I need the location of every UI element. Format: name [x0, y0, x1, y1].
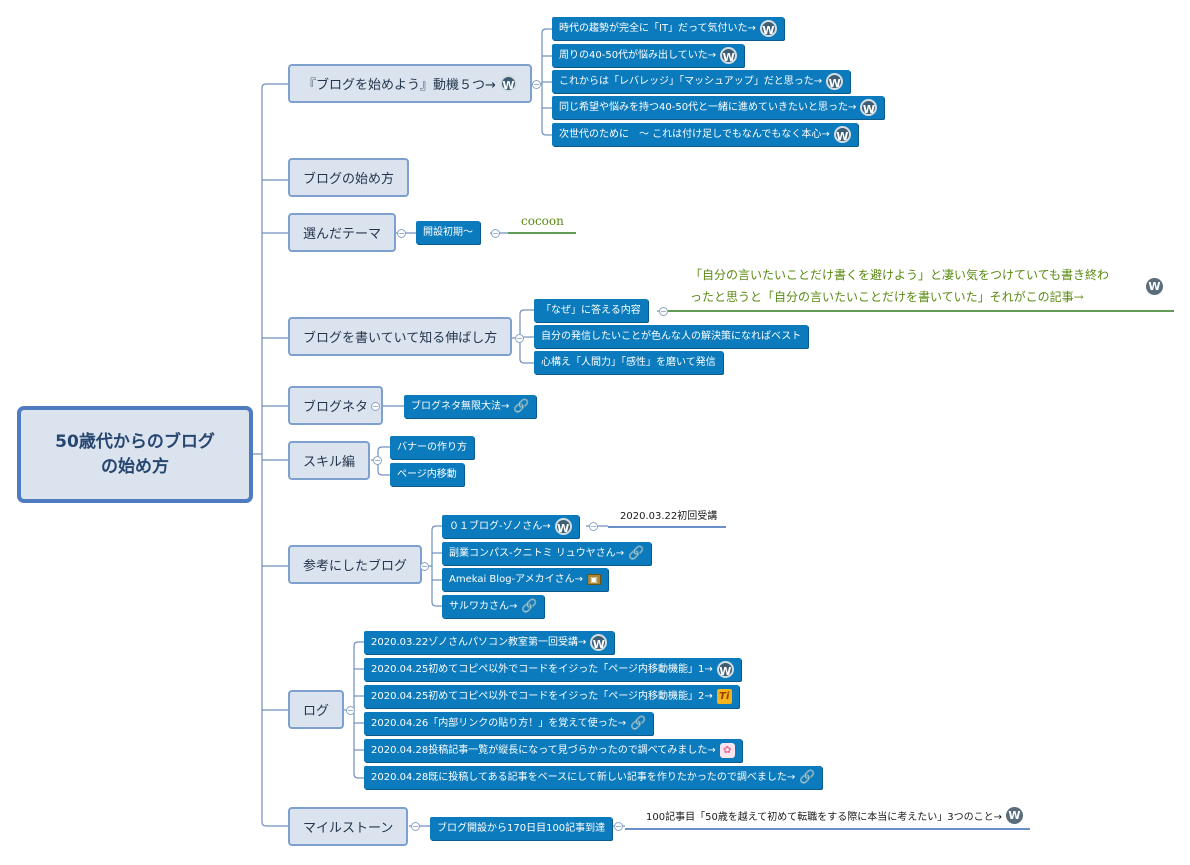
collapse-toggle[interactable]: − [397, 229, 406, 238]
subtopic-ref-1[interactable]: ０１ブログ-ゾノさん→ W [442, 515, 579, 538]
wordpress-icon[interactable]: W [499, 75, 517, 92]
collapse-toggle[interactable]: − [659, 307, 668, 316]
topic-label: マイルストーン [303, 821, 394, 836]
topic-blog-ideas[interactable]: ブログネタ [288, 386, 384, 425]
subtopic-ref-4[interactable]: サルワカさん→ 🔗 [442, 595, 545, 618]
topic-log[interactable]: ログ [288, 690, 345, 729]
topic-label: ブログの始め方 [303, 172, 395, 187]
topic-growth-tips[interactable]: ブログを書いていて知る伸ばし方 [288, 317, 513, 356]
image-icon[interactable]: ▣ [587, 574, 602, 585]
collapse-toggle[interactable]: − [373, 456, 382, 465]
wordpress-icon[interactable]: W [720, 47, 738, 64]
wordpress-icon[interactable]: W [1146, 278, 1163, 295]
topic-label: ブログを書いていて知る伸ばし方 [303, 331, 498, 346]
wordpress-icon[interactable]: W [833, 126, 851, 143]
collapse-toggle[interactable]: − [532, 80, 541, 89]
collapse-toggle[interactable]: − [515, 334, 524, 343]
link-icon[interactable]: 🔗 [799, 769, 816, 785]
subtopic-motive-5[interactable]: 次世代のために 〜 これは付け足しでもなんでもなく本心→ W [552, 123, 858, 146]
growth-note: 「自分の言いたいことだけ書くを避けよう」と凄い気をつけていても書き終わ ったと思… [690, 268, 1110, 304]
topic-label: スキル編 [303, 455, 356, 470]
topic-reference-blogs[interactable]: 参考にしたブログ [288, 545, 423, 584]
wordpress-icon[interactable]: W [590, 634, 608, 651]
wordpress-icon[interactable]: W [860, 99, 878, 116]
subtopic-ref-2[interactable]: 副業コンパス-クニトミ リュウヤさん→ 🔗 [442, 542, 652, 565]
first-lesson-note: 2020.03.22初回受講 [620, 511, 718, 522]
topic-label: 参考にしたブログ [303, 559, 408, 574]
subtopic-motive-4[interactable]: 同じ希望や悩みを持つ40-50代と一緒に進めていきたいと思った→ W [552, 96, 885, 119]
link-icon[interactable]: 🔗 [513, 398, 530, 414]
subtopic-log-1[interactable]: 2020.03.22ゾノさんパソコン教室第一回受講→ W [364, 631, 615, 654]
link-icon[interactable]: 🔗 [630, 715, 647, 731]
pink-icon[interactable]: ✿ [719, 743, 735, 758]
collapse-toggle[interactable]: − [614, 822, 623, 831]
ti-icon[interactable]: Ti [716, 689, 732, 704]
wordpress-icon[interactable]: W [759, 20, 777, 37]
topic-blog-motive[interactable]: 『ブログを始めよう』動機５つ→ W [288, 64, 532, 103]
theme-name-note: cocoon [521, 214, 564, 228]
topic-skills[interactable]: スキル編 [288, 441, 371, 480]
subtopic-motive-3[interactable]: これからは「レバレッジ」「マッシュアップ」だと思った→ W [552, 70, 851, 93]
subtopic-milestone-100[interactable]: ブログ開設から170日目100記事到達 [430, 817, 613, 840]
subtopic-theme-period[interactable]: 開設初期〜 [416, 221, 480, 244]
central-topic-line1: 50歳代からのブログ [55, 431, 215, 452]
topic-label: ブログネタ [303, 400, 369, 415]
subtopic-log-6[interactable]: 2020.04.28既に投稿してある記事をベースにして新しい記事を作りたかったの… [364, 766, 823, 789]
collapse-toggle[interactable]: − [346, 706, 355, 715]
subtopic-skill-page-jump[interactable]: ページ内移動 [390, 463, 464, 486]
topic-milestones[interactable]: マイルストーン [288, 807, 409, 846]
topic-label: 選んだテーマ [303, 227, 382, 242]
wordpress-icon[interactable]: W [554, 518, 572, 535]
subtopic-log-4[interactable]: 2020.04.26「内部リンクの貼り方！」を覚えて使った→ 🔗 [364, 712, 654, 735]
wordpress-icon[interactable]: W [826, 73, 844, 90]
subtopic-growth-3[interactable]: 心構え「人間力」「感性」を磨いて発信 [534, 351, 723, 374]
milestone-note: 100記事目「50歳を越えて初めて転職をする際に本当に考えたい」3つのこと→ [646, 812, 1003, 823]
subtopic-skill-banner[interactable]: バナーの作り方 [390, 436, 474, 459]
central-topic[interactable]: 50歳代からのブログ の始め方 [17, 406, 253, 503]
subtopic-blog-ideas[interactable]: ブログネタ無限大法→ 🔗 [404, 395, 537, 418]
subtopic-log-5[interactable]: 2020.04.28投稿記事一覧が縦長になって見づらかったので調べてみました→ … [364, 739, 742, 762]
subtopic-growth-1[interactable]: 「なぜ」に答える内容 [534, 299, 648, 322]
topic-label: ログ [303, 704, 330, 719]
subtopic-motive-1[interactable]: 時代の趨勢が完全に「IT」だって気付いた→ W [552, 17, 784, 40]
subtopic-log-3[interactable]: 2020.04.25初めてコピペ以外でコードをイジった「ページ内移動機能」2→ … [364, 685, 739, 708]
topic-chosen-theme[interactable]: 選んだテーマ [288, 213, 397, 252]
subtopic-motive-2[interactable]: 周りの40-50代が悩み出していた→ W [552, 44, 745, 67]
link-icon[interactable]: 🔗 [521, 598, 538, 614]
link-icon[interactable]: 🔗 [628, 545, 645, 561]
central-topic-line2: の始め方 [100, 456, 169, 477]
subtopic-ref-3[interactable]: Amekai Blog-アメカイさん→ ▣ [442, 568, 609, 591]
wordpress-icon[interactable]: W [716, 661, 734, 678]
collapse-toggle[interactable]: − [491, 229, 500, 238]
collapse-toggle[interactable]: − [371, 402, 380, 411]
collapse-toggle[interactable]: − [589, 522, 598, 531]
subtopic-growth-2[interactable]: 自分の発信したいことが色んな人の解決策になればベスト [534, 325, 809, 348]
topic-label: 『ブログを始めよう』動機５つ→ [303, 78, 496, 93]
wordpress-icon[interactable]: W [1006, 807, 1023, 824]
topic-how-to-start[interactable]: ブログの始め方 [288, 158, 410, 197]
subtopic-log-2[interactable]: 2020.04.25初めてコピペ以外でコードをイジった「ページ内移動機能」1→ … [364, 658, 741, 681]
collapse-toggle[interactable]: − [420, 562, 429, 571]
collapse-toggle[interactable]: − [411, 822, 420, 831]
